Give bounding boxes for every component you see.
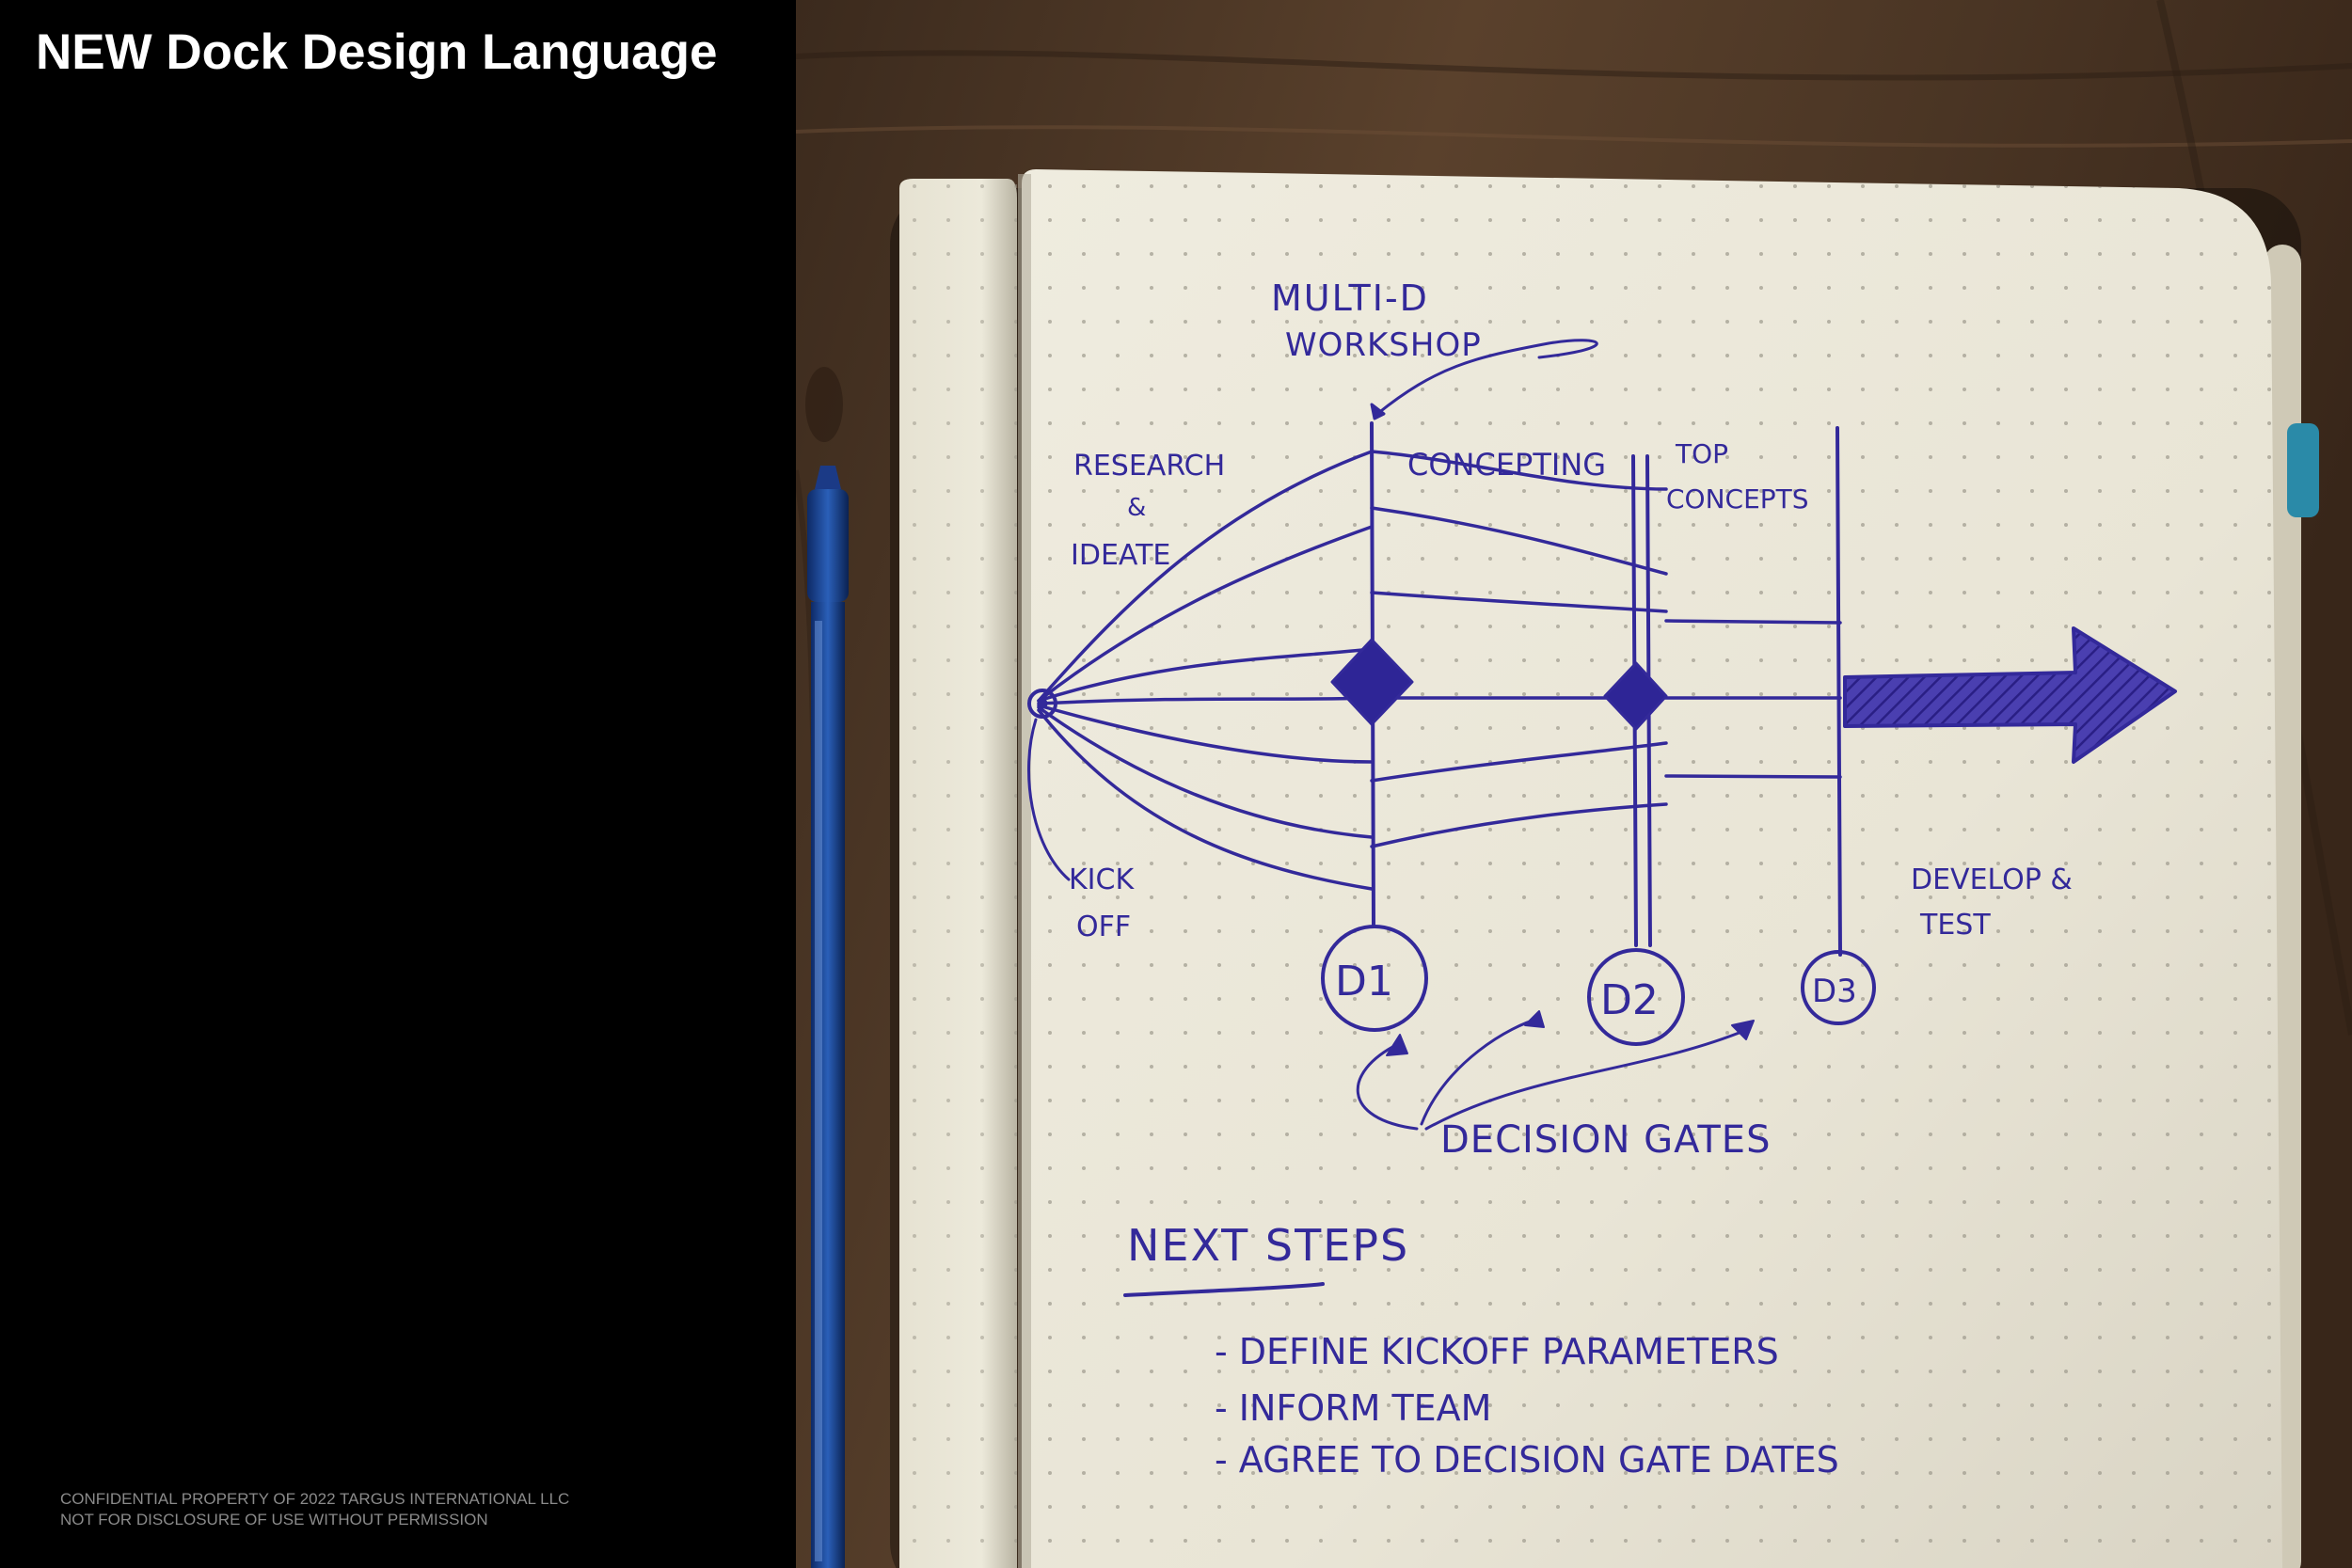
title-panel: NEW Dock Design Language CONFIDENTIAL PR… <box>0 0 796 1568</box>
gate-d1-circle <box>1321 925 1428 1032</box>
d2-diamond <box>1603 661 1668 731</box>
research-label-line2: & <box>1127 494 1146 522</box>
slide-title: NEW Dock Design Language <box>36 24 718 80</box>
notebook-photo: MULTI-D WORKSHOP RESEARCH & IDEATE CONCE… <box>796 0 2352 1568</box>
footer-line-1: CONFIDENTIAL PROPERTY OF 2022 TARGUS INT… <box>60 1490 570 1508</box>
kickoff-label-line2: OFF <box>1076 911 1131 943</box>
sketch-labels: MULTI-D WORKSHOP RESEARCH & IDEATE CONCE… <box>1069 277 2073 1481</box>
process-sketch <box>1027 339 2177 1297</box>
blue-pen <box>807 466 849 1568</box>
workshop-label-line1: MULTI-D <box>1271 277 1429 319</box>
gate-d2-circle <box>1587 948 1685 1046</box>
develop-label-line2: TEST <box>1919 909 1991 942</box>
next-step-item-3: - AGREE TO DECISION GATE DATES <box>1215 1439 1839 1481</box>
next-step-item-2: - INFORM TEAM <box>1215 1387 1491 1429</box>
gate-d2-label: D2 <box>1600 976 1659 1024</box>
next-steps-underline <box>1123 1282 1325 1297</box>
kickoff-pointer <box>1027 718 1071 881</box>
research-label-line1: RESEARCH <box>1073 450 1225 483</box>
top-concepts-label-line1: TOP <box>1675 438 1728 469</box>
bookmark-ribbon <box>2287 423 2319 517</box>
confidential-footer: CONFIDENTIAL PROPERTY OF 2022 TARGUS INT… <box>60 1489 569 1530</box>
next-step-item-1: - DEFINE KICKOFF PARAMETERS <box>1215 1331 1779 1372</box>
next-steps-heading: NEXT STEPS <box>1127 1220 1409 1271</box>
workshop-label-line2: WORKSHOP <box>1285 326 1482 364</box>
gate-d1-label: D1 <box>1335 958 1393 1006</box>
develop-arrow <box>1843 626 2177 764</box>
gate-d3-label: D3 <box>1812 973 1857 1010</box>
kickoff-point <box>1027 689 1057 719</box>
develop-label-line1: DEVELOP & <box>1911 863 2073 896</box>
decision-gates-label: DECISION GATES <box>1440 1118 1771 1162</box>
research-label-line3: IDEATE <box>1071 539 1170 572</box>
d1-diamond <box>1330 638 1414 726</box>
concepting-label: CONCEPTING <box>1407 447 1606 483</box>
top-concepts-label-line2: CONCEPTS <box>1666 483 1809 515</box>
footer-line-2: NOT FOR DISCLOSURE OF USE WITHOUT PERMIS… <box>60 1511 488 1528</box>
kickoff-label-line1: KICK <box>1069 863 1135 896</box>
gate-d3-circle <box>1801 950 1876 1025</box>
